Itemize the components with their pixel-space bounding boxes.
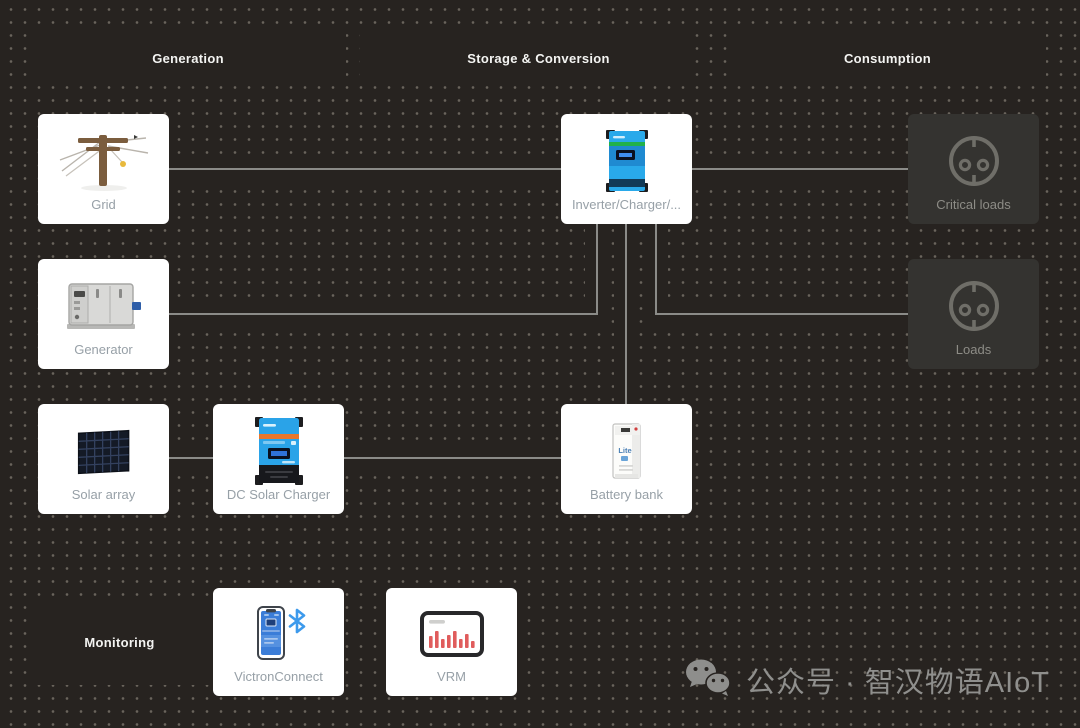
card-generator[interactable]: Generator: [38, 259, 169, 369]
card-label: Battery bank: [590, 487, 663, 502]
connection-generator-inverter-horizontal: [169, 313, 598, 315]
smartphone-bluetooth-icon: [217, 598, 340, 669]
storage-header-label: Storage & Conversion: [467, 50, 610, 66]
card-inverter-charger[interactable]: Inverter/Charger/...: [561, 114, 692, 224]
section-header-monitoring: Monitoring: [30, 600, 209, 685]
card-label: VictronConnect: [234, 669, 323, 684]
connection-inverter-battery: [625, 224, 627, 404]
monitoring-header-label: Monitoring: [84, 635, 155, 650]
connection-generator-inverter-vertical: [596, 224, 598, 315]
card-battery-bank[interactable]: Lite Battery bank: [561, 404, 692, 514]
consumption-header-label: Consumption: [843, 50, 932, 66]
inverter-charger-icon: [565, 124, 688, 197]
section-header-storage: Storage & Conversion: [360, 30, 695, 86]
section-header-consumption: Consumption: [729, 30, 1046, 86]
power-socket-icon: [912, 269, 1035, 342]
card-label: Solar array: [71, 487, 136, 502]
generation-header-label: Generation: [152, 50, 224, 66]
connection-inverter-loads-vertical: [655, 224, 657, 315]
card-label: DC Solar Charger: [226, 487, 331, 502]
power-socket-icon: [912, 124, 1035, 197]
svg-text:Lite: Lite: [618, 446, 631, 455]
connection-grid-inverter: [169, 168, 561, 170]
card-label: Critical loads: [936, 197, 1011, 212]
card-solar-array[interactable]: Solar array: [38, 404, 169, 514]
card-loads[interactable]: Loads: [908, 259, 1039, 369]
solar-panel-icon: [42, 414, 165, 487]
connection-charger-battery: [343, 457, 561, 459]
card-label: Loads: [955, 342, 992, 357]
battery-cabinet-icon: Lite: [565, 414, 688, 487]
card-critical-loads[interactable]: Critical loads: [908, 114, 1039, 224]
watermark-text: 公众号 · 智汉物语AIoT: [746, 667, 1051, 699]
card-label: Inverter/Charger/...: [571, 197, 682, 212]
card-label: Generator: [74, 342, 133, 357]
section-header-generation: Generation: [30, 30, 346, 86]
card-dc-solar-charger[interactable]: DC Solar Charger: [213, 404, 344, 514]
card-label: Grid: [91, 197, 116, 212]
power-pole-icon: [42, 124, 165, 197]
card-victron-connect[interactable]: VictronConnect: [213, 588, 344, 696]
card-label: VRM: [437, 669, 466, 684]
generator-icon: [42, 269, 165, 342]
monitor-chart-icon: [390, 598, 513, 669]
watermark: 公众号 · 智汉物语AIoT: [684, 656, 1050, 704]
card-grid[interactable]: Grid: [38, 114, 169, 224]
connection-solar-charger: [169, 457, 213, 459]
card-vrm[interactable]: VRM: [386, 588, 517, 696]
connection-inverter-loads-horizontal: [655, 313, 908, 315]
connection-inverter-critical-loads: [690, 168, 908, 170]
mppt-charger-icon: [217, 414, 340, 487]
wechat-icon: [684, 657, 734, 704]
